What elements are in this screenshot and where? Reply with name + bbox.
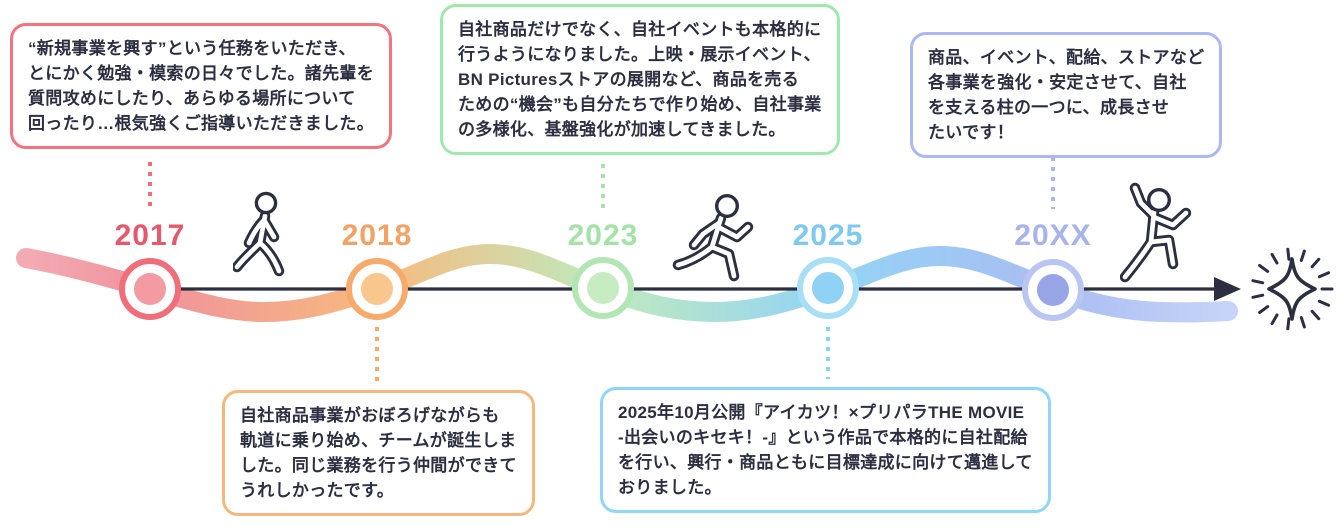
speech-bubble-2025: 2025年10月公開『アイカツ！×プリパラTHE MOVIE -出会いのキセキ！… xyxy=(600,387,1051,513)
speech-bubble-2023: 自社商品だけでなく、自社イベントも本格的に 行うようになりました。上映・展示イベ… xyxy=(440,4,840,155)
walking-person-icon xyxy=(233,191,285,277)
node-inner-dot xyxy=(134,273,166,305)
running-person-icon xyxy=(672,193,754,282)
node-inner-dot xyxy=(361,273,393,305)
year-label-20xx: 20XX xyxy=(1014,219,1092,252)
timeline-node-2025 xyxy=(797,257,859,319)
dotted-connector-2017 xyxy=(148,162,152,212)
dotted-connector-2025 xyxy=(826,327,830,379)
arrow-right-icon xyxy=(1214,277,1241,301)
jumping-person-icon xyxy=(1120,182,1192,283)
speech-bubble-20xx: 商品、イベント、配給、ストアなど 各事業を強化・安定させて、自社 を支える柱の一… xyxy=(910,32,1223,158)
node-inner-dot xyxy=(1037,274,1069,306)
node-inner-dot xyxy=(587,272,619,304)
node-inner-dot xyxy=(812,272,844,304)
timeline-node-20xx xyxy=(1022,259,1084,321)
year-label-2025: 2025 xyxy=(792,219,864,252)
year-label-2018: 2018 xyxy=(341,219,413,252)
speech-bubble-2018: 自社商品事業がおぼろげながらも 軌道に乗り始め、チームが誕生しま した。同じ業務… xyxy=(222,390,535,516)
speech-bubble-2017: “新規事業を興す”という任務をいただき、 とにかく勉強・模索の日々でした。諸先輩… xyxy=(10,23,392,149)
year-label-2023: 2023 xyxy=(567,219,639,252)
dotted-connector-2018 xyxy=(375,327,379,383)
timeline-node-2017 xyxy=(119,258,181,320)
dotted-connector-20xx xyxy=(1051,157,1055,209)
timeline-node-2023 xyxy=(572,257,634,319)
timeline-node-2018 xyxy=(346,258,408,320)
sparkle-icon xyxy=(1251,247,1334,331)
year-label-2017: 2017 xyxy=(114,219,186,252)
dotted-connector-2023 xyxy=(601,164,605,210)
